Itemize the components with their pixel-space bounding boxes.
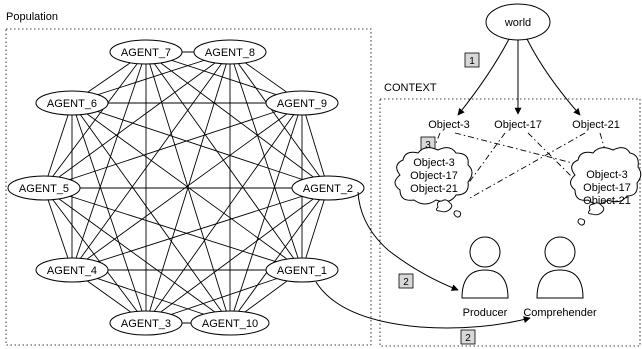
context-frame <box>379 98 641 347</box>
svg-text:Object-17: Object-17 <box>583 182 631 194</box>
agent2-to-producer-arrow <box>357 191 459 291</box>
producer-label: Producer <box>463 307 508 319</box>
svg-text:3: 3 <box>425 140 431 151</box>
step-2-badge-comprehender: 2 <box>460 329 476 345</box>
agent-nodes: AGENT_7 AGENT_8 AGENT_6 AGENT_9 AGENT_5 … <box>7 39 365 336</box>
agent-node-10[interactable]: AGENT_10 <box>190 310 270 336</box>
producer-figure[interactable]: Producer <box>461 236 509 319</box>
object-label: Object-21 <box>572 119 620 131</box>
agent-label: AGENT_6 <box>47 98 97 110</box>
population-title: Population <box>6 11 58 23</box>
agent-node-4[interactable]: AGENT_4 <box>35 257 109 283</box>
object-label: Object-17 <box>494 119 542 131</box>
svg-text:2: 2 <box>403 277 409 288</box>
population-frame <box>5 28 372 346</box>
agent-edges <box>43 51 329 324</box>
agent-node-2[interactable]: AGENT_2 <box>291 175 365 201</box>
agent-edge <box>43 187 303 271</box>
comprehender-thought-cloud: Object-3 Object-17 Object-21 <box>570 147 642 226</box>
agent-edge <box>145 102 303 324</box>
agent-edge <box>71 102 329 189</box>
agent-label: AGENT_10 <box>202 318 258 330</box>
agent-edge <box>71 187 329 271</box>
producer-thought-cloud: Object-3 Object-17 Object-21 <box>394 147 473 218</box>
agent-edge <box>145 51 329 189</box>
agent-node-1[interactable]: AGENT_1 <box>265 257 339 283</box>
agent-edge <box>229 187 329 324</box>
object-label: Object-3 <box>428 119 470 131</box>
agent-edge <box>43 102 73 189</box>
world-label: world <box>504 17 531 29</box>
agent-label: AGENT_5 <box>19 183 69 195</box>
agent-node-5[interactable]: AGENT_5 <box>7 175 81 201</box>
context-title: CONTEXT <box>384 82 437 94</box>
svg-text:Object-17: Object-17 <box>410 170 458 182</box>
agent-edge <box>43 187 147 324</box>
agent-node-3[interactable]: AGENT_3 <box>109 310 183 336</box>
agent-edge <box>145 187 329 324</box>
agent-label: AGENT_8 <box>205 47 255 59</box>
agent-edge <box>43 187 73 271</box>
agent-label: AGENT_2 <box>303 183 353 195</box>
agent-edge <box>71 51 147 271</box>
agent-edge <box>43 102 303 189</box>
comprehender-figure[interactable]: Comprehender <box>523 236 597 319</box>
agent-node-6[interactable]: AGENT_6 <box>35 90 109 116</box>
agent-label: AGENT_7 <box>121 47 171 59</box>
agent-node-8[interactable]: AGENT_8 <box>193 39 267 65</box>
svg-text:Object-3: Object-3 <box>586 169 628 181</box>
agent1-to-comprehender-arrow <box>315 281 531 329</box>
svg-text:1: 1 <box>469 56 475 67</box>
agent-label: AGENT_9 <box>277 98 327 110</box>
agent-edge <box>71 51 231 271</box>
agent-edge <box>145 269 303 324</box>
agent-node-7[interactable]: AGENT_7 <box>109 39 183 65</box>
svg-text:2: 2 <box>465 333 471 344</box>
agent-edge <box>301 102 329 189</box>
agent-label: AGENT_4 <box>47 265 97 277</box>
agent-edge <box>71 102 147 324</box>
agent-node-9[interactable]: AGENT_9 <box>265 90 339 116</box>
agent-label: AGENT_1 <box>277 265 327 277</box>
svg-text:Object-21: Object-21 <box>410 183 458 195</box>
agent-edge <box>71 102 303 271</box>
svg-text:Object-3: Object-3 <box>413 157 455 169</box>
agent-edge <box>43 187 231 324</box>
world-to-object3-arrow <box>457 38 510 116</box>
agent-edge <box>145 51 303 271</box>
agent-edge <box>43 51 231 189</box>
world-node[interactable]: world <box>485 3 551 41</box>
agent-label: AGENT_3 <box>121 318 171 330</box>
agent-edge <box>301 187 329 271</box>
agent-edge <box>229 51 303 271</box>
comprehender-label: Comprehender <box>523 307 597 319</box>
step-1-badge: 1 <box>464 52 480 68</box>
step-2-badge-producer: 2 <box>398 273 414 289</box>
world-to-object21-arrow <box>526 38 581 116</box>
agent-edge <box>229 102 303 324</box>
